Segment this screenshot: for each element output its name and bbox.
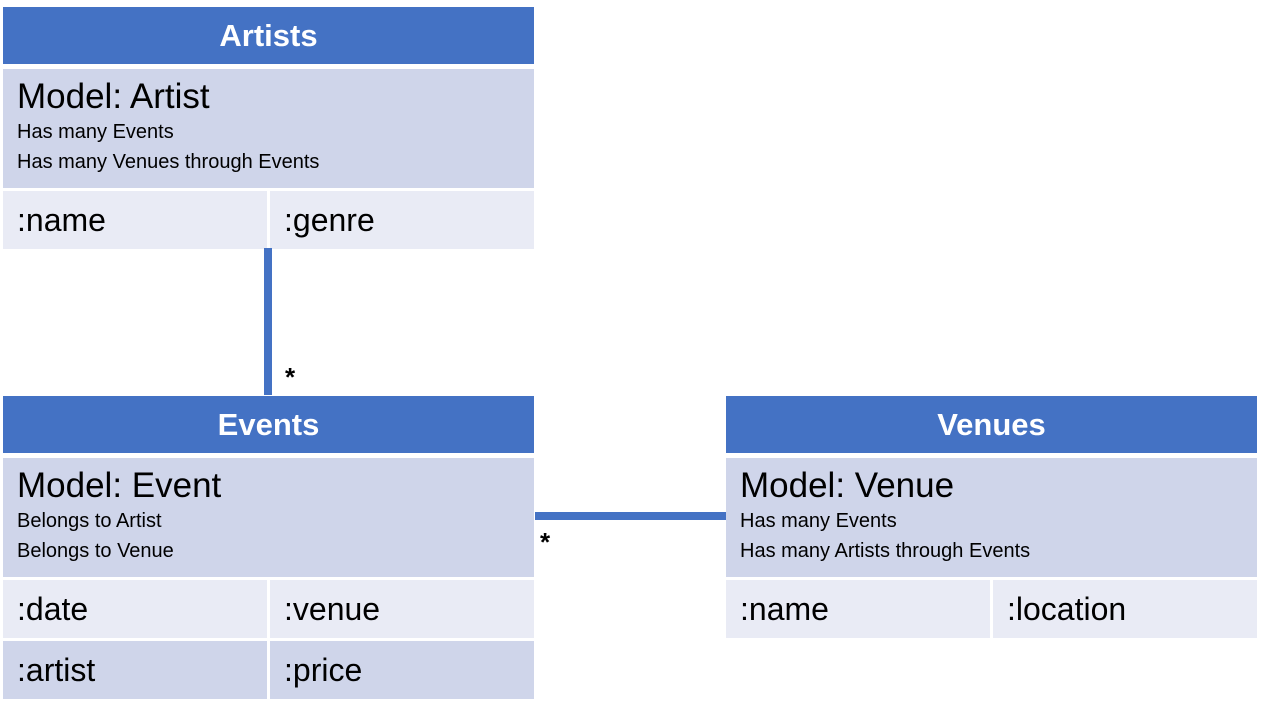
venue-event-multiplicity: * bbox=[540, 527, 551, 557]
events-attr-venue: :venue bbox=[270, 580, 534, 638]
artist-event-multiplicity: * bbox=[285, 362, 296, 392]
venues-relation-2: Has many Artists through Events bbox=[740, 540, 1031, 562]
artists-relation-1: Has many Events bbox=[17, 121, 174, 143]
events-attr-row-2: :artist :price bbox=[3, 641, 534, 699]
events-relation-1: Belongs to Artist bbox=[17, 510, 162, 532]
events-table: Events Model: Event Belongs to Artist Be… bbox=[3, 396, 534, 699]
venues-model-title: Model: Venue bbox=[740, 466, 955, 505]
events-attr-date: :date bbox=[3, 580, 267, 638]
venues-attr-name: :name bbox=[726, 580, 990, 638]
events-attr-price: :price bbox=[270, 641, 534, 699]
events-header: Events bbox=[3, 396, 534, 453]
artists-attr-genre: :genre bbox=[270, 191, 534, 249]
artists-model-title: Model: Artist bbox=[17, 77, 210, 116]
venues-header: Venues bbox=[726, 396, 1257, 453]
artists-relation-2: Has many Venues through Events bbox=[17, 151, 320, 173]
artists-attr-name: :name bbox=[3, 191, 267, 249]
venues-relation-1: Has many Events bbox=[740, 510, 897, 532]
artists-table: Artists Model: Artist Has many Events Ha… bbox=[3, 7, 534, 249]
events-attr-artist: :artist bbox=[3, 641, 267, 699]
venues-attr-row: :name :location bbox=[726, 580, 1257, 638]
venues-attr-location: :location bbox=[993, 580, 1257, 638]
events-model-box: Model: Event Belongs to Artist Belongs t… bbox=[3, 458, 534, 577]
venues-model-box: Model: Venue Has many Events Has many Ar… bbox=[726, 458, 1257, 577]
artist-event-connector bbox=[264, 248, 272, 395]
events-relation-2: Belongs to Venue bbox=[17, 540, 174, 562]
venue-event-connector bbox=[535, 512, 726, 520]
artists-attr-row: :name :genre bbox=[3, 191, 534, 249]
venues-table: Venues Model: Venue Has many Events Has … bbox=[726, 396, 1257, 638]
artists-model-box: Model: Artist Has many Events Has many V… bbox=[3, 69, 534, 188]
events-model-title: Model: Event bbox=[17, 466, 222, 505]
events-attr-row-1: :date :venue bbox=[3, 580, 534, 638]
artists-header: Artists bbox=[3, 7, 534, 64]
